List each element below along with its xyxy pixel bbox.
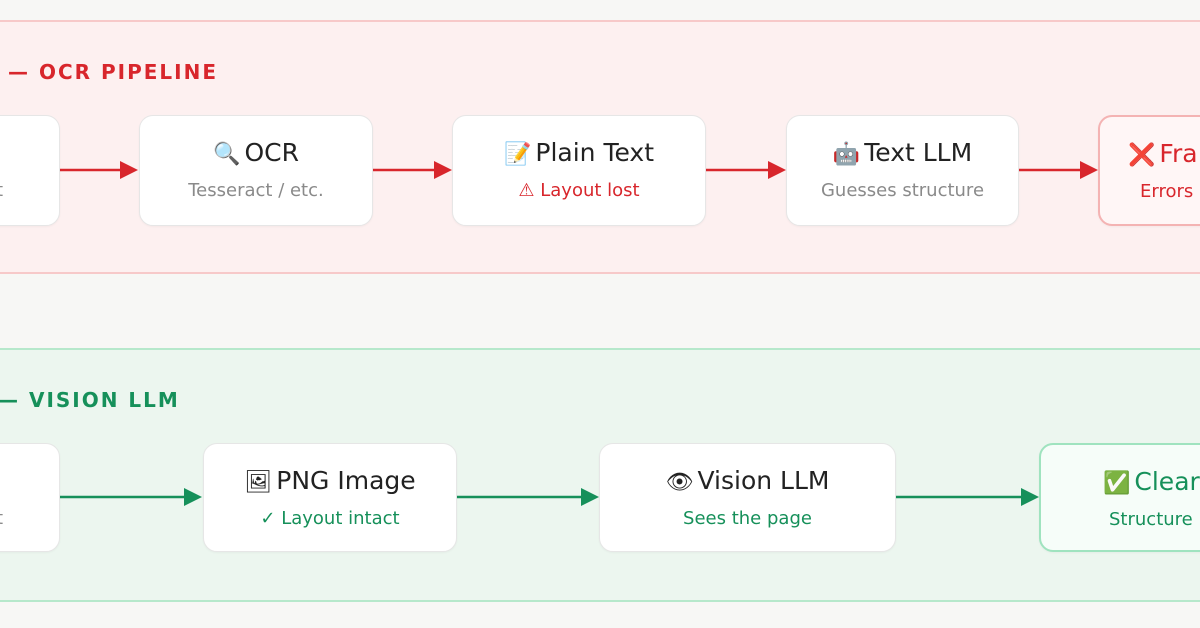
ocr-node: 🔍OCR Tesseract / etc. <box>139 115 373 226</box>
framed-picture-icon: 🖼 <box>244 470 273 495</box>
png-image-node: 🖼PNG Image ✓ Layout intact <box>203 443 457 552</box>
node-title: ✅Clear <box>1041 467 1200 499</box>
node-title: 👁Vision LLM <box>600 466 895 498</box>
document-node-partial: t <box>0 443 60 552</box>
magnifier-icon: 🔍 <box>213 142 241 167</box>
red-arrow <box>60 161 138 179</box>
red-arrow <box>1019 161 1098 179</box>
node-title: 📝Plain Text <box>453 138 705 170</box>
node-subtitle: Structure <box>1109 509 1193 530</box>
success-node-partial: ✅Clear Structure <box>1039 443 1200 552</box>
vision-llm-title: — VISION LLM <box>0 388 180 412</box>
text-llm-node: 🤖Text LLM Guesses structure <box>786 115 1019 226</box>
plain-text-node: 📝Plain Text ⚠ Layout lost <box>452 115 706 226</box>
node-subtitle: ⚠ Layout lost <box>518 180 640 201</box>
memo-icon: 📝 <box>503 142 532 167</box>
node-subtitle: t <box>0 180 59 202</box>
green-arrow <box>60 488 202 506</box>
node-subtitle: Tesseract / etc. <box>188 180 324 201</box>
node-title: 🖼PNG Image <box>204 466 456 498</box>
node-subtitle: Errors <box>1140 181 1194 202</box>
node-label: PNG Image <box>276 466 416 495</box>
node-subtitle: Guesses structure <box>820 180 985 201</box>
red-arrow <box>706 161 786 179</box>
red-arrow <box>373 161 452 179</box>
node-subtitle: t <box>0 508 59 530</box>
check-mark-icon: ✅ <box>1103 471 1131 496</box>
green-arrow <box>457 488 599 506</box>
vision-llm-node: 👁Vision LLM Sees the page <box>599 443 896 552</box>
node-label: Text LLM <box>864 138 973 167</box>
cross-icon: ❌ <box>1128 143 1156 168</box>
failure-node-partial: ❌Fra Errors <box>1098 115 1200 226</box>
node-label: OCR <box>244 138 299 167</box>
node-label: Clear <box>1134 467 1200 496</box>
node-label: Plain Text <box>535 138 655 167</box>
node-subtitle: ✓ Layout intact <box>260 508 400 529</box>
node-title: 🔍OCR <box>140 138 372 170</box>
document-node-partial: t <box>0 115 60 226</box>
green-arrow <box>896 488 1039 506</box>
node-subtitle: Sees the page <box>683 508 812 529</box>
robot-icon: 🤖 <box>832 142 861 167</box>
node-title: ❌Fra <box>1100 139 1200 171</box>
eye-icon: 👁 <box>665 470 694 495</box>
ocr-pipeline-title: — OCR PIPELINE <box>8 60 219 84</box>
node-label: Fra <box>1159 139 1198 168</box>
node-title: 🤖Text LLM <box>787 138 1018 170</box>
node-label: Vision LLM <box>697 466 830 495</box>
